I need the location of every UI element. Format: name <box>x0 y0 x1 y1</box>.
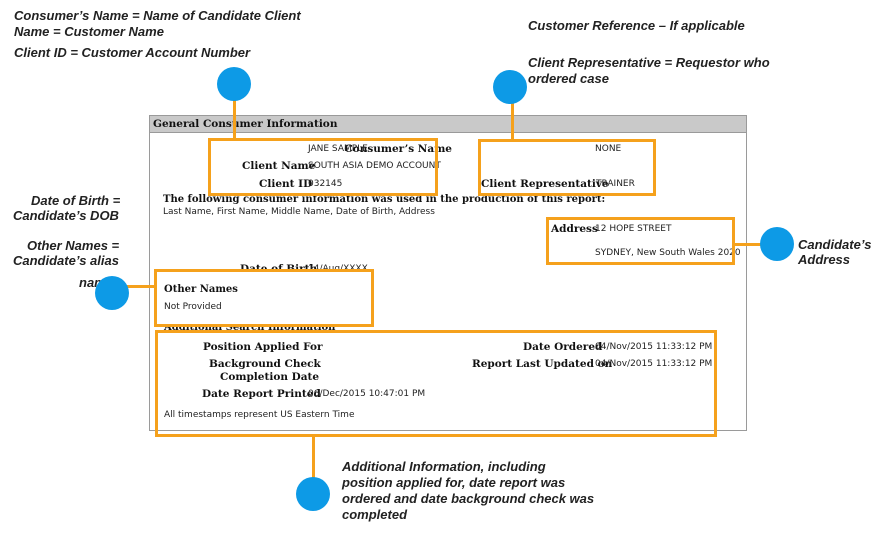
info-used-heading: The following consumer information was u… <box>163 194 606 205</box>
annotation-dob-line1: Date of Birth = <box>31 193 121 208</box>
other-names-value-overlay: Not Provided <box>164 302 222 312</box>
annotation-dob-line2: Candidate’s DOB <box>13 208 119 223</box>
annotation-client-rep-line1: Client Representative = Requestor who <box>528 55 770 70</box>
additional-info-heading: Additional Search Information <box>164 322 336 333</box>
address-line1: 12 HOPE STREET <box>595 224 672 234</box>
annotation-other-names-line2: Candidate’s alias <box>13 253 119 268</box>
other-names-label-overlay: Other Names <box>164 284 238 295</box>
other-names-highlight <box>154 269 374 327</box>
other-names-box-fill <box>156 271 371 324</box>
additional-info-highlight <box>155 330 717 437</box>
consumer-name-label: Consumer’s Name <box>344 143 452 155</box>
position-applied-label: Position Applied For <box>203 341 323 353</box>
annotation-address-line2: Address <box>798 252 851 267</box>
connector-other-names <box>126 285 155 288</box>
connector-additional-info <box>312 436 315 482</box>
address-highlight <box>546 217 735 265</box>
address-label: Address <box>551 223 598 235</box>
annotation-consumer-name-line2: Name = Customer Name <box>14 24 164 39</box>
annotation-additional-line2: position applied for, date report was <box>342 475 566 490</box>
client-id-label: Client ID <box>259 178 313 190</box>
address-line2: SYDNEY, New South Wales 2020 <box>595 248 741 258</box>
client-name-value: SOUTH ASIA DEMO ACCOUNT <box>308 161 441 171</box>
consumer-name-value: JANE SAMPLE <box>308 144 368 154</box>
marker-other-names <box>95 276 129 310</box>
annotation-address-line1: Candidate’s <box>798 237 872 252</box>
marker-consumer-name <box>217 67 251 101</box>
annotation-additional-line4: completed <box>342 507 408 522</box>
annotation-other-names-line1: Other Names = <box>27 238 120 253</box>
client-id-value: 032145 <box>308 179 343 189</box>
annotation-client-rep-line2: ordered case <box>528 71 609 86</box>
bg-check-label-line1: Background Check <box>209 358 321 370</box>
consumer-name-highlight <box>208 138 438 196</box>
annotation-additional-line3: ordered and date background check was <box>342 491 595 506</box>
section-title: General Consumer Information <box>150 116 746 133</box>
last-updated-label: Report Last Updated on <box>472 358 613 370</box>
client-rep-label: Client Representative <box>481 178 609 190</box>
client-rep-highlight <box>478 139 656 196</box>
client-rep-value: TRAINER <box>596 179 635 189</box>
annotation-consumer-name-line1: Consumer’s Name = Name of Candidate Clie… <box>14 8 301 23</box>
date-printed-value: 06/Dec/2015 10:47:01 PM <box>308 389 426 399</box>
timestamps-note: All timestamps represent US Eastern Time <box>164 410 355 420</box>
connector-address <box>735 243 765 246</box>
marker-additional-info <box>296 477 330 511</box>
annotation-additional-line1: Additional Information, including <box>342 459 546 474</box>
date-ordered-label: Date Ordered <box>523 341 603 353</box>
client-name-label: Client Name <box>242 160 316 172</box>
info-used-fields: Last Name, First Name, Middle Name, Date… <box>163 207 435 217</box>
bg-check-label-line2: Completion Date <box>220 371 320 383</box>
marker-client-rep <box>493 70 527 104</box>
connector-consumer-name <box>233 96 236 139</box>
date-ordered-value: 04/Nov/2015 11:33:12 PM <box>595 342 713 352</box>
annotation-customer-reference: Customer Reference – If applicable <box>528 18 745 33</box>
annotation-client-id: Client ID = Customer Account Number <box>14 45 251 60</box>
customer-reference-value: NONE <box>595 144 622 154</box>
marker-address <box>760 227 794 261</box>
date-printed-label: Date Report Printed <box>202 388 321 400</box>
last-updated-value: 04/Nov/2015 11:33:12 PM <box>595 359 713 369</box>
connector-client-rep <box>511 98 514 140</box>
